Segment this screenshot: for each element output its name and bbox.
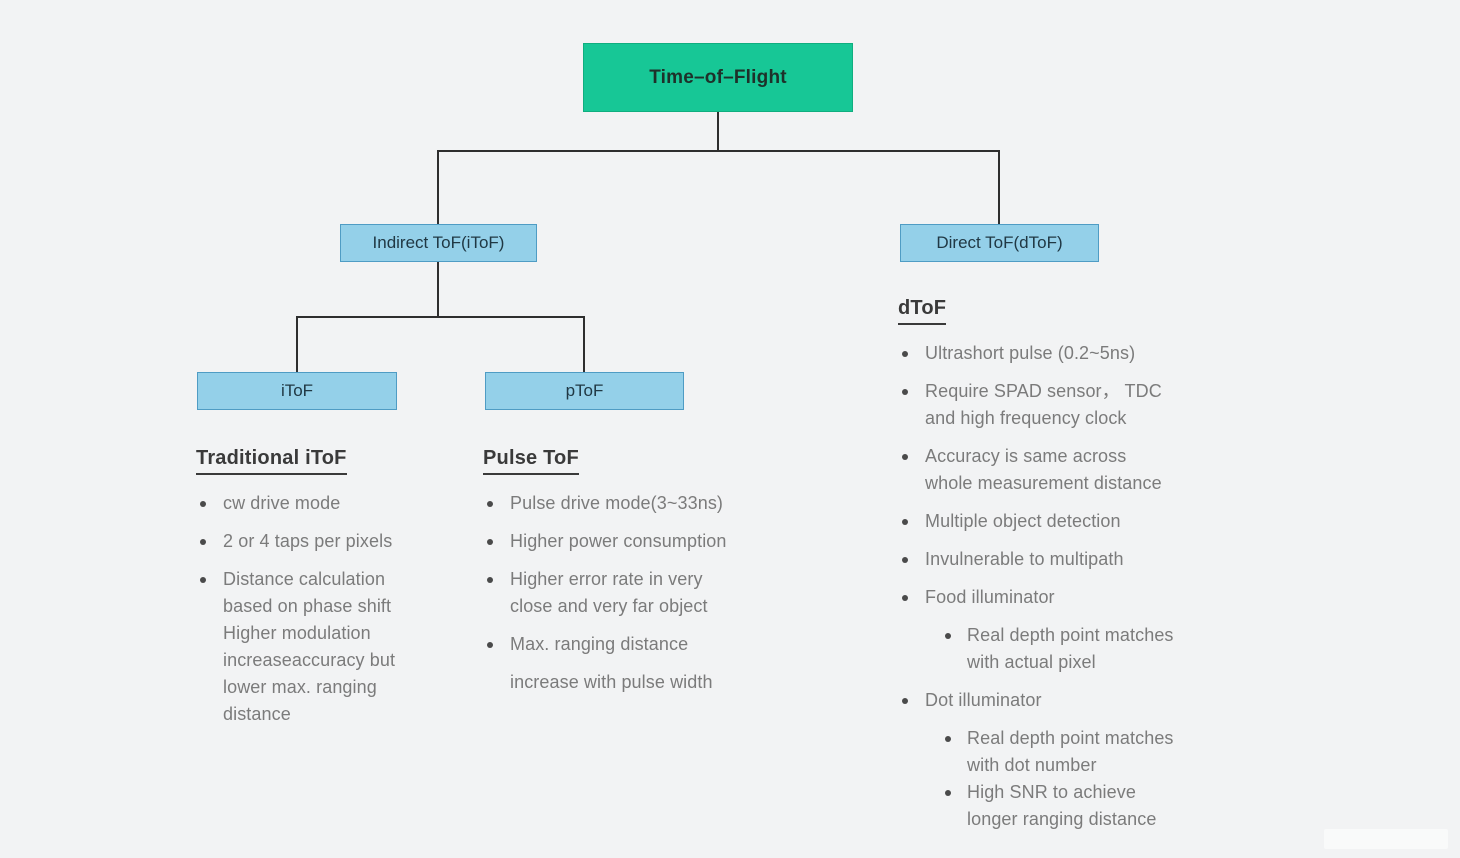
node-ptof: pToF [485, 372, 684, 410]
connector-indirect-down [437, 262, 439, 317]
connector-to-direct [998, 151, 1000, 224]
list-item: Ultrashort pulse (0.2~5ns) [898, 340, 1208, 367]
node-itof: iToF [197, 372, 397, 410]
node-direct-tof-label: Direct ToF(dToF) [936, 233, 1063, 252]
node-indirect-tof: Indirect ToF(iToF) [340, 224, 537, 262]
list-item: 2 or 4 taps per pixels [196, 528, 446, 555]
watermark [1324, 829, 1448, 849]
node-itof-label: iToF [280, 381, 314, 400]
list-item: Invulnerable to multipath [898, 546, 1208, 573]
node-ptof-label: pToF [565, 381, 604, 400]
traditional-itof-list: cw drive mode 2 or 4 taps per pixels Dis… [196, 490, 446, 728]
traditional-itof-heading: Traditional iToF [196, 446, 347, 475]
section-pulse-tof: Pulse ToF Pulse drive mode(3~33ns) Highe… [483, 446, 783, 696]
connector-to-itof [296, 317, 298, 372]
list-item: Food illuminator [898, 584, 1208, 611]
connector-root-down [717, 112, 719, 151]
list-item-continuation: increase with pulse width [510, 672, 713, 692]
pulse-tof-list: Pulse drive mode(3~33ns) Higher power co… [483, 490, 783, 696]
connector-to-ptof [583, 317, 585, 372]
list-item: Dot illuminator [898, 687, 1208, 714]
dtof-list: Ultrashort pulse (0.2~5ns) Require SPAD … [898, 340, 1208, 833]
list-item: Require SPAD sensor， TDC and high freque… [898, 378, 1208, 432]
list-item: cw drive mode [196, 490, 446, 517]
list-item: Pulse drive mode(3~33ns) [483, 490, 783, 517]
node-indirect-tof-label: Indirect ToF(iToF) [372, 233, 505, 252]
connector-level2-horizontal [296, 316, 585, 318]
node-time-of-flight: Time–of–Flight [583, 43, 853, 112]
section-dtof: dToF Ultrashort pulse (0.2~5ns) Require … [898, 296, 1208, 833]
list-item: Distance calculation based on phase shif… [196, 566, 446, 728]
list-item-sub: Real depth point matches with actual pix… [898, 622, 1208, 676]
node-direct-tof: Direct ToF(dToF) [900, 224, 1099, 262]
section-traditional-itof: Traditional iToF cw drive mode 2 or 4 ta… [196, 446, 446, 728]
list-item: Higher error rate in very close and very… [483, 566, 783, 620]
list-item: Multiple object detection [898, 508, 1208, 535]
pulse-tof-heading: Pulse ToF [483, 446, 579, 475]
list-item-sub: High SNR to achieve longer ranging dista… [898, 779, 1208, 833]
node-time-of-flight-label: Time–of–Flight [649, 66, 787, 88]
connector-level1-horizontal [437, 150, 1000, 152]
dtof-heading: dToF [898, 296, 947, 325]
list-item: Max. ranging distance [483, 631, 783, 658]
list-item: Accuracy is same across whole measuremen… [898, 443, 1208, 497]
connector-to-indirect [437, 151, 439, 224]
list-item: Higher power consumption [483, 528, 783, 555]
list-item-sub: Real depth point matches with dot number [898, 725, 1208, 779]
